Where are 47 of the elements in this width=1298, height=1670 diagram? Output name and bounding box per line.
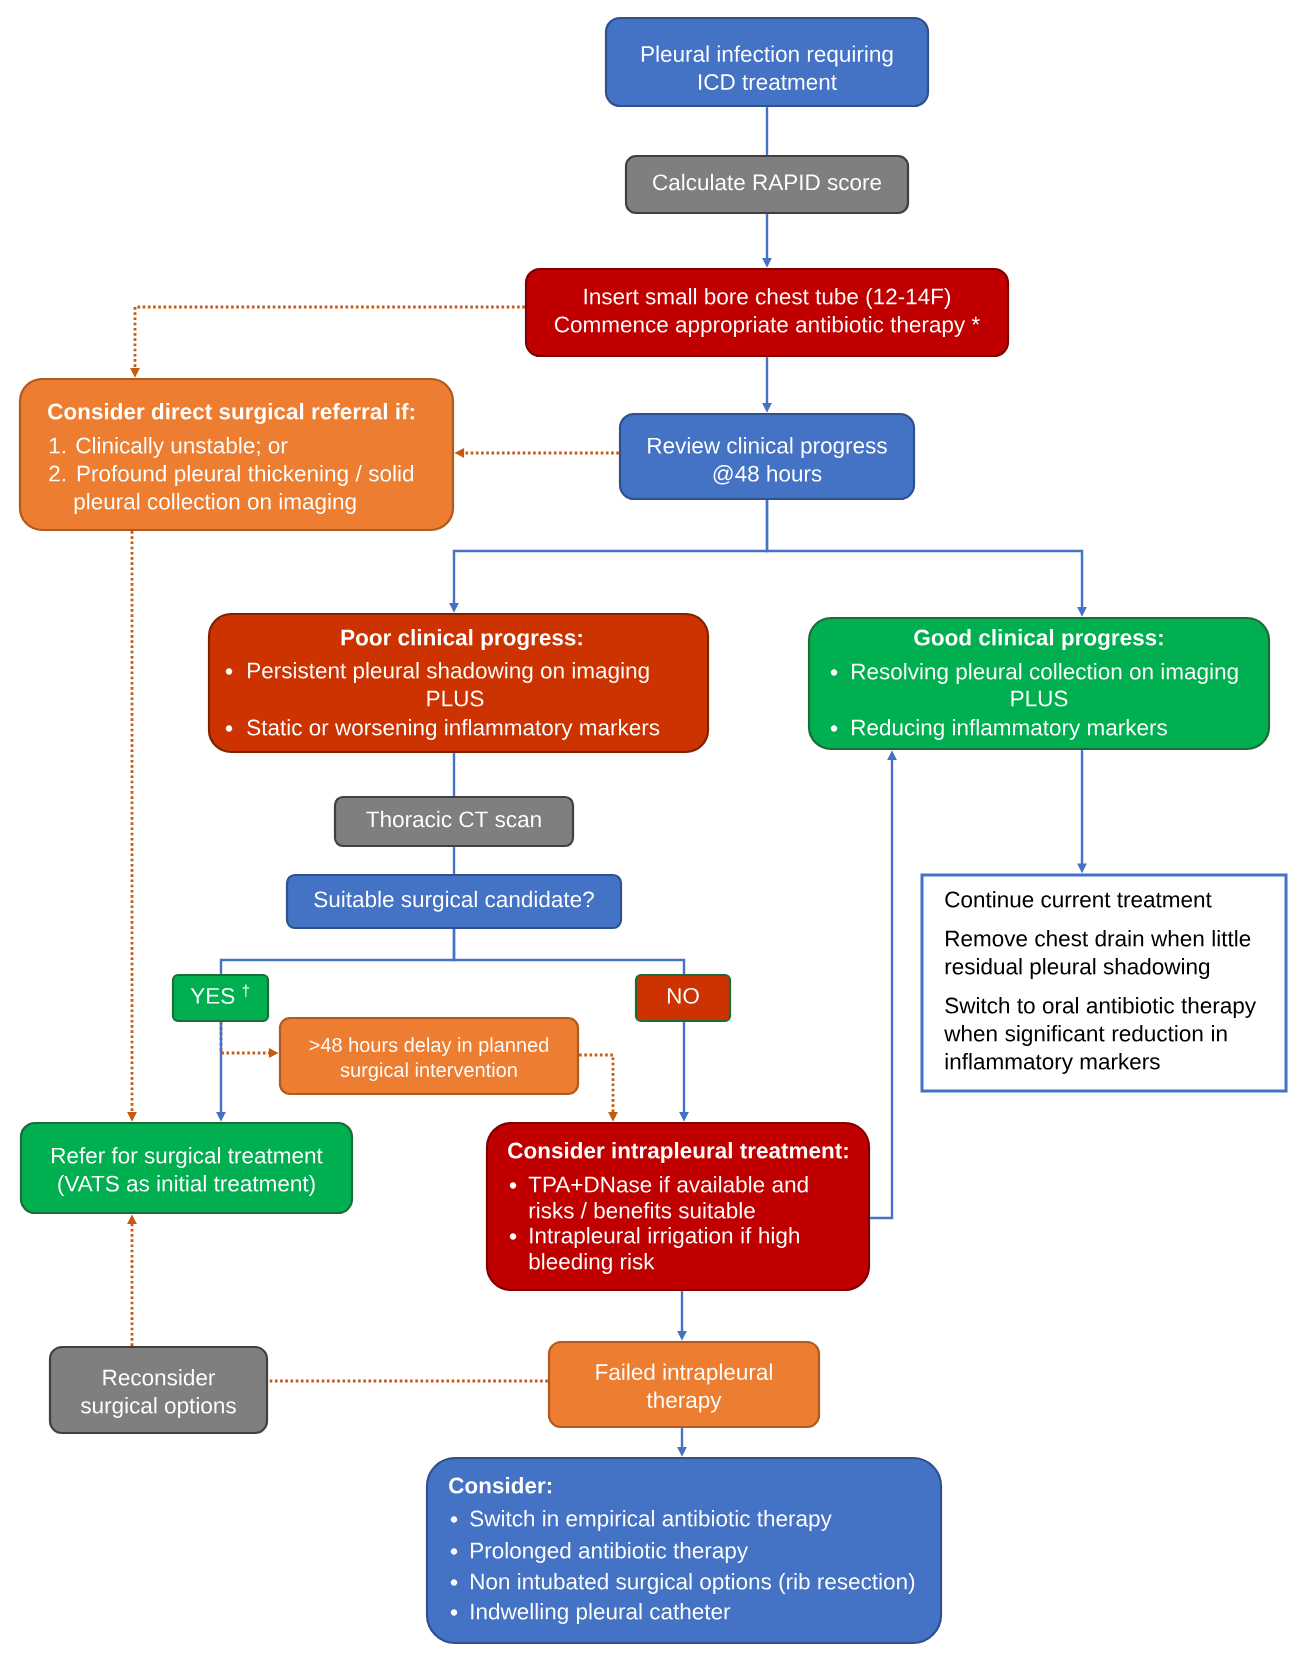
body-text: PLUS [1011, 690, 1068, 707]
heading-text: Good clinical progress: [914, 629, 1163, 651]
process-box [207, 612, 710, 754]
process-box: Failed intrapleural therapy [547, 1340, 821, 1429]
heading-text: Consider: [449, 1477, 552, 1494]
list-item-text: 2. Profound pleural thickening / solid pleural collection on imaging [49, 465, 414, 514]
list-item-text: Static or worsening inflammatory markers [247, 719, 660, 740]
process-box: Suitable surgical candidate? [285, 873, 623, 930]
process-box: Reconsider surgical options [48, 1345, 269, 1435]
list-item-text: Indwelling pleural catheter [471, 1603, 731, 1624]
decision-tag: NO [634, 973, 732, 1023]
process-box: Pleural infection requiring ICD treatment [604, 16, 930, 108]
heading-text: Consider intrapleural treatment: [508, 1142, 848, 1163]
list-item-text: Non intubated surgical options (rib resection) [471, 1573, 915, 1594]
connector-line [452, 847, 456, 874]
list-item-text: Intrapleural irrigation if high bleeding risk [529, 1227, 799, 1274]
heading-text: Consider direct surgical referral if: [48, 403, 414, 425]
process-box [485, 1121, 871, 1292]
process-box [807, 616, 1271, 751]
note-text: Remove chest drain when little residual pleural shadowing [945, 930, 1251, 979]
list-item-text: Switch in empirical antibiotic therapy [470, 1510, 832, 1531]
process-box: >48 hours delay in planned surgical intervention [278, 1016, 580, 1096]
note-text: Switch to oral antibiotic therapy when significant reduction in inflammatory markers [944, 997, 1257, 1074]
process-box: Calculate RAPID score [624, 154, 910, 215]
connector-line [452, 753, 456, 796]
list-item-text: TPA+DNase if available and risks / benefits suitable [528, 1176, 808, 1219]
connector-line [452, 929, 686, 974]
note-box [920, 873, 1288, 1093]
list-item-text: Reducing inflammatory markers [852, 719, 1167, 740]
list-item-text: Resolving pleural collection on imaging [852, 663, 1238, 684]
body-text: PLUS [427, 690, 484, 707]
process-box [18, 377, 455, 532]
heading-text: Poor clinical progress: [341, 629, 582, 651]
list-item-text: Prolonged antibiotic therapy [471, 1542, 749, 1563]
body-text: Insert small bore chest tube (12-14F) [584, 288, 950, 309]
list-item-text: 1. Clinically unstable; or [49, 437, 288, 458]
process-box: Review clinical progress @48 hours [618, 412, 916, 501]
list-item-text: Persistent pleural shadowing on imaging [248, 662, 649, 683]
process-box: Refer for surgical treatment (VATS as initial treatment) [19, 1121, 354, 1215]
connector-line [268, 1379, 548, 1383]
body-text: Commence appropriate antibiotic therapy * [554, 316, 980, 337]
connector-line [765, 107, 769, 155]
process-box [425, 1456, 943, 1645]
note-text: Continue current treatment [945, 891, 1212, 908]
process-box [524, 267, 1010, 358]
decision-tag: YES $^{†}$ [171, 973, 270, 1023]
process-box: Thoracic CT scan [333, 795, 575, 848]
